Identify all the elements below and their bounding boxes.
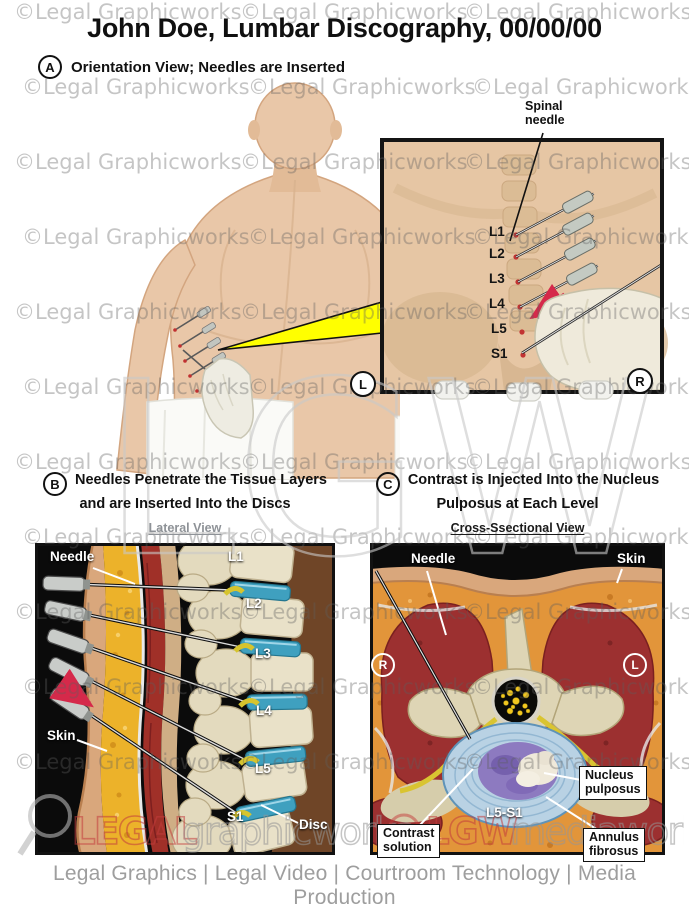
inset-level-label-s1: S1	[491, 346, 508, 361]
nucleus-pulposus-label: Nucleus pulposus	[579, 766, 647, 800]
held-needle	[521, 263, 662, 355]
panel-c-letter-badge: C	[375, 472, 400, 496]
c-needle-label: Needle	[411, 551, 456, 566]
panel-a-inset-illustration	[380, 132, 668, 402]
inset-level-label-l1: L1	[489, 224, 505, 239]
pointer-lines	[76, 567, 299, 824]
nucleus-line2: pulposus	[585, 781, 641, 796]
injection-needle	[374, 570, 472, 740]
panel-c-heading-line1: Contrast is Injected Into the Nucleus	[407, 472, 660, 488]
skin-layer	[370, 566, 665, 596]
b-level-l1: L1	[228, 549, 244, 564]
pointer-lines	[418, 568, 623, 833]
inset-level-label-l5: L5	[491, 321, 507, 336]
panel-a-letter-badge: A	[38, 55, 62, 79]
panel-b-lateral-illustration	[35, 543, 335, 855]
panel-b-heading-line1: Needles Penetrate the Tissue Layers	[75, 472, 327, 488]
inset-level-label-l3: L3	[489, 271, 505, 286]
c-disc-level-label: L5-S1	[486, 805, 523, 820]
right-side-marker-a: R	[627, 368, 653, 394]
spinal-needle-pointer	[509, 132, 544, 242]
left-side-marker-a: L	[350, 371, 376, 397]
annulus-fibrosus-label: Annulus fibrosus	[583, 828, 645, 862]
posterior-elements	[171, 543, 257, 855]
b-needle-label: Needle	[50, 549, 95, 564]
panel-c-cross-section-illustration	[370, 543, 665, 855]
nucleus-line1: Nucleus	[585, 768, 634, 782]
b-disc-label: Disc	[299, 817, 328, 832]
contrast-line2: solution	[383, 839, 432, 854]
panel-b-heading-line2: and are Inserted Into the Discs	[79, 496, 291, 512]
gloved-hand	[182, 349, 254, 439]
inset-level-label-l4: L4	[489, 296, 505, 311]
inset-bottom-tabs	[434, 380, 614, 402]
patient-back-figure	[116, 82, 400, 480]
spinal-needle-label: Spinal needle	[525, 99, 565, 127]
b-level-l3: L3	[255, 646, 271, 661]
b-level-l2: L2	[246, 596, 262, 611]
inset-level-label-l2: L2	[489, 246, 505, 261]
panel-b-subtitle: Lateral View	[148, 520, 222, 535]
b-level-s1: S1	[227, 809, 244, 824]
panel-b-letter-badge: B	[43, 472, 67, 496]
spinal-canal	[491, 676, 541, 726]
contrast-solution-label: Contrast solution	[377, 824, 441, 858]
c-skin-label: Skin	[617, 551, 646, 566]
contrast-line1: Contrast	[383, 826, 435, 840]
page-title: John Doe, Lumbar Discography, 00/00/00	[87, 13, 602, 43]
needle-cluster	[173, 306, 227, 393]
b-skin-label: Skin	[47, 728, 76, 743]
watermark-tile: ©Legal Graphicworks	[464, 450, 689, 474]
right-side-marker-c: R	[371, 653, 395, 677]
red-arrow	[49, 668, 94, 708]
panel-a-heading-text: Orientation View; Needles are Inserted	[71, 58, 345, 76]
footer-services-text: Legal Graphics | Legal Video | Courtroom…	[52, 862, 637, 909]
annulus-line1: Annulus	[589, 830, 639, 844]
annulus-line2: fibrosus	[589, 843, 639, 858]
discography-needles	[42, 575, 260, 820]
panel-c-subtitle: Cross-Ssectional View	[450, 520, 585, 535]
muscle-layer	[141, 543, 169, 855]
panel-c-heading-line2: Pulposus at Each Level	[436, 496, 599, 512]
panel-c-heading: C Contrast is Injected Into the Nucleus …	[370, 472, 665, 535]
left-side-marker-c: L	[623, 653, 647, 677]
panel-a-heading: A Orientation View; Needles are Inserted	[38, 55, 345, 79]
vertebral-bodies	[227, 543, 314, 855]
b-level-l4: L4	[256, 703, 272, 718]
intervertebral-discs	[229, 580, 308, 823]
panel-a-body-illustration	[116, 82, 400, 480]
fascia-layer	[135, 543, 149, 855]
panel-b-heading: B Needles Penetrate the Tissue Layers an…	[35, 472, 335, 535]
b-level-l5: L5	[255, 761, 271, 776]
